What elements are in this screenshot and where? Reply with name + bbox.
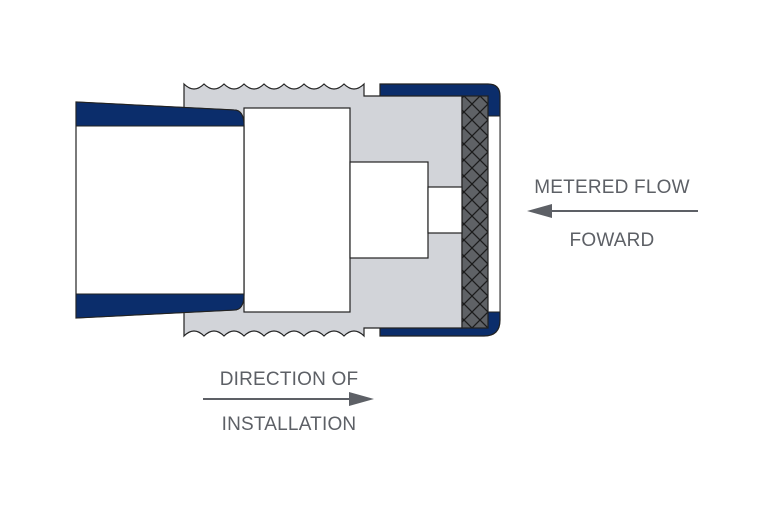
installation-direction-arrow <box>203 392 374 406</box>
foward-label: FOWARD <box>570 230 655 251</box>
cap-window <box>487 115 501 313</box>
tube-wall-top <box>75 101 245 127</box>
filter-screen <box>461 95 489 329</box>
metered-flow-label: METERED FLOW <box>534 177 689 198</box>
installation-label: INSTALLATION <box>222 414 357 435</box>
inner-bore <box>243 107 351 313</box>
restrictor-chamber <box>349 161 429 259</box>
inserted-tube <box>75 101 245 319</box>
metered-flow-arrow <box>527 204 698 218</box>
tube-wall-bottom <box>75 293 245 319</box>
direction-of-label: DIRECTION OF <box>220 369 359 390</box>
metering-orifice <box>427 186 463 234</box>
